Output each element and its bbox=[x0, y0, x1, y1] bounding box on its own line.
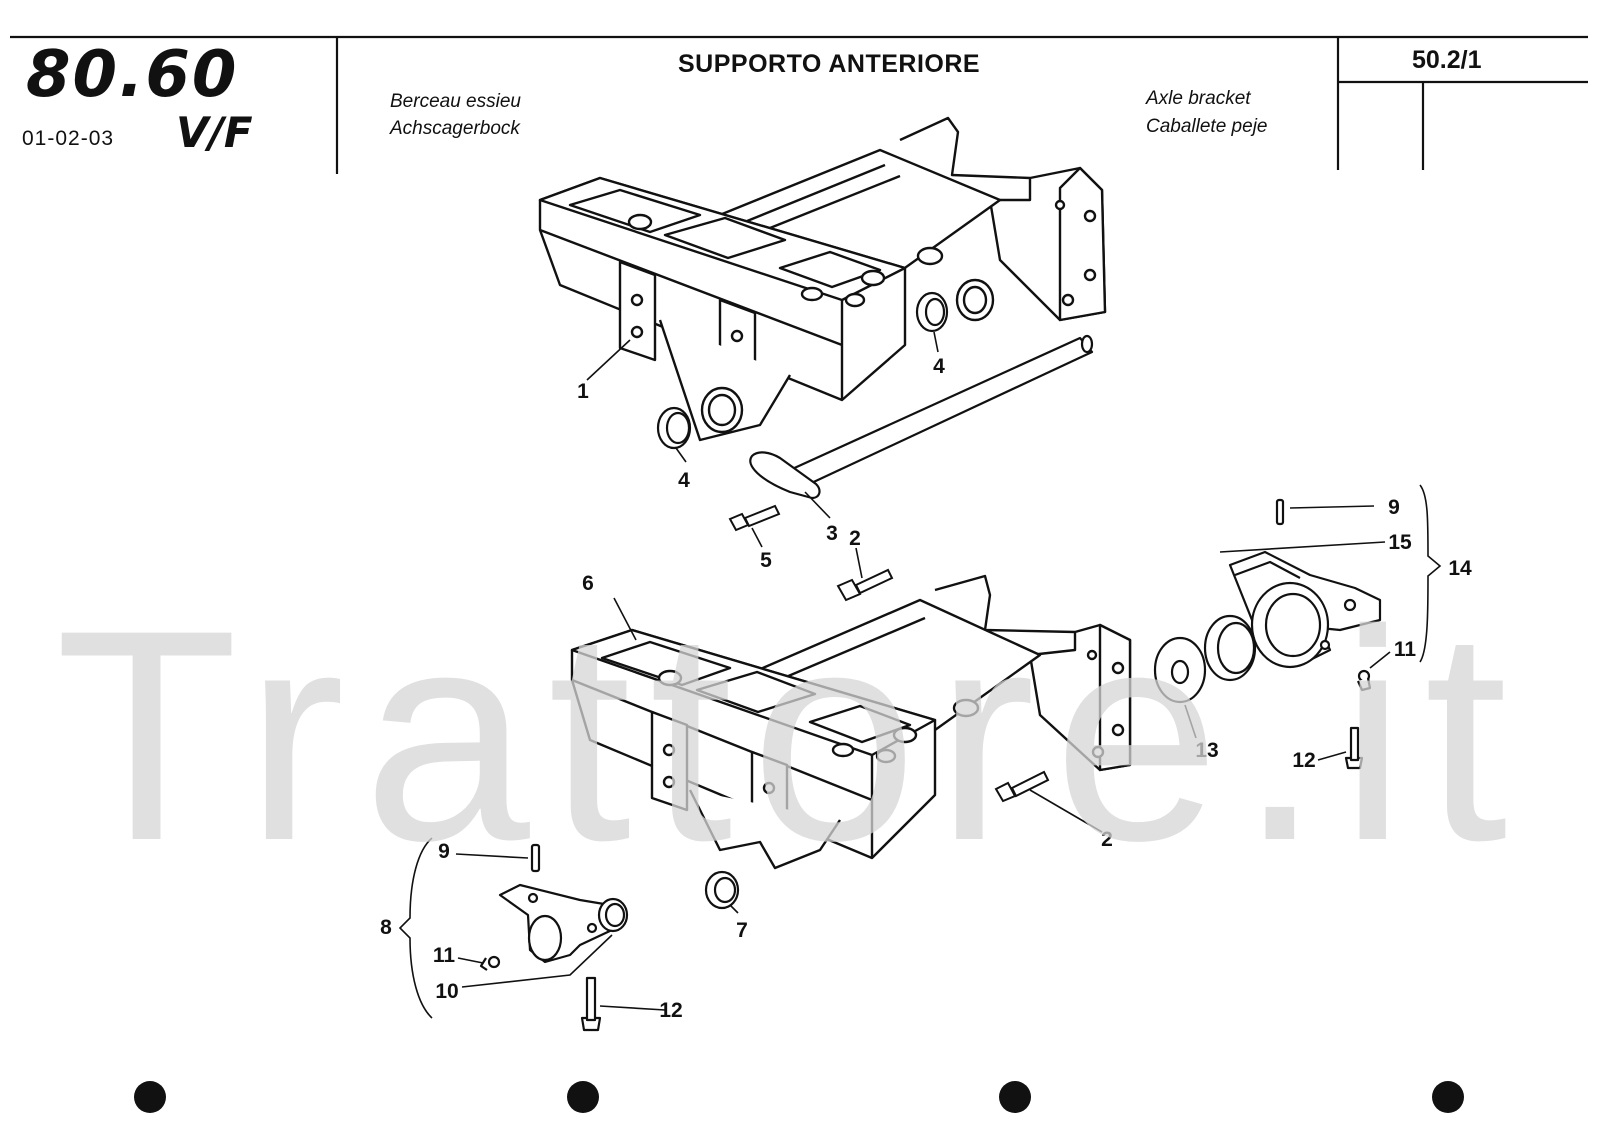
axle-bracket-lower bbox=[570, 574, 1132, 870]
logo-model: 80.60 bbox=[26, 38, 239, 112]
logo-variant: V/F bbox=[176, 108, 253, 157]
page-title: SUPPORTO ANTERIORE bbox=[678, 50, 981, 78]
axle-bracket-upper bbox=[538, 116, 1107, 442]
bolt-5 bbox=[728, 504, 781, 532]
bolt-2-lower bbox=[994, 770, 1050, 803]
subtitle-es: Caballete peje bbox=[1146, 116, 1268, 137]
bushing-7 bbox=[704, 870, 740, 910]
callout-5: 5 bbox=[760, 549, 772, 572]
callout-11-left: 11 bbox=[433, 944, 456, 967]
pivot-pin-3 bbox=[749, 334, 1094, 500]
callout-9-right: 9 bbox=[1388, 496, 1400, 519]
header-frame bbox=[10, 35, 1588, 174]
callout-3: 3 bbox=[826, 522, 838, 545]
leader-lines bbox=[398, 331, 1442, 1019]
callout-6: 6 bbox=[582, 572, 594, 595]
callout-4-right: 4 bbox=[933, 355, 945, 378]
callout-9-left: 9 bbox=[438, 840, 450, 863]
bolt-2-upper bbox=[836, 568, 894, 602]
support-assembly-8 bbox=[479, 843, 629, 1032]
callout-13: 13 bbox=[1195, 739, 1218, 762]
date-codes: 01-02-03 bbox=[22, 127, 115, 150]
callout-1: 1 bbox=[577, 380, 589, 403]
callout-7: 7 bbox=[736, 919, 748, 942]
callout-14: 14 bbox=[1448, 557, 1472, 580]
subtitle-fr: Berceau essieu bbox=[390, 91, 521, 112]
callout-10: 10 bbox=[435, 980, 458, 1003]
bushing-4-right bbox=[915, 291, 949, 333]
callout-2-upper: 2 bbox=[849, 527, 861, 550]
callout-8: 8 bbox=[380, 916, 392, 939]
support-assembly-14 bbox=[1153, 498, 1382, 770]
callout-4-left: 4 bbox=[678, 469, 690, 492]
bushing-4-left bbox=[656, 406, 692, 450]
watermark-text: Trattore.it bbox=[55, 567, 1526, 903]
callout-15: 15 bbox=[1388, 531, 1412, 554]
callout-12-left: 12 bbox=[659, 999, 682, 1022]
callout-2-lower: 2 bbox=[1101, 828, 1113, 851]
subtitle-de: Achscagerbock bbox=[390, 118, 520, 139]
subtitle-en: Axle bracket bbox=[1146, 88, 1251, 109]
binder-holes bbox=[134, 1081, 1464, 1113]
callout-12-right: 12 bbox=[1292, 749, 1315, 772]
callout-11-right: 11 bbox=[1394, 638, 1417, 661]
page-code: 50.2/1 bbox=[1412, 46, 1482, 74]
